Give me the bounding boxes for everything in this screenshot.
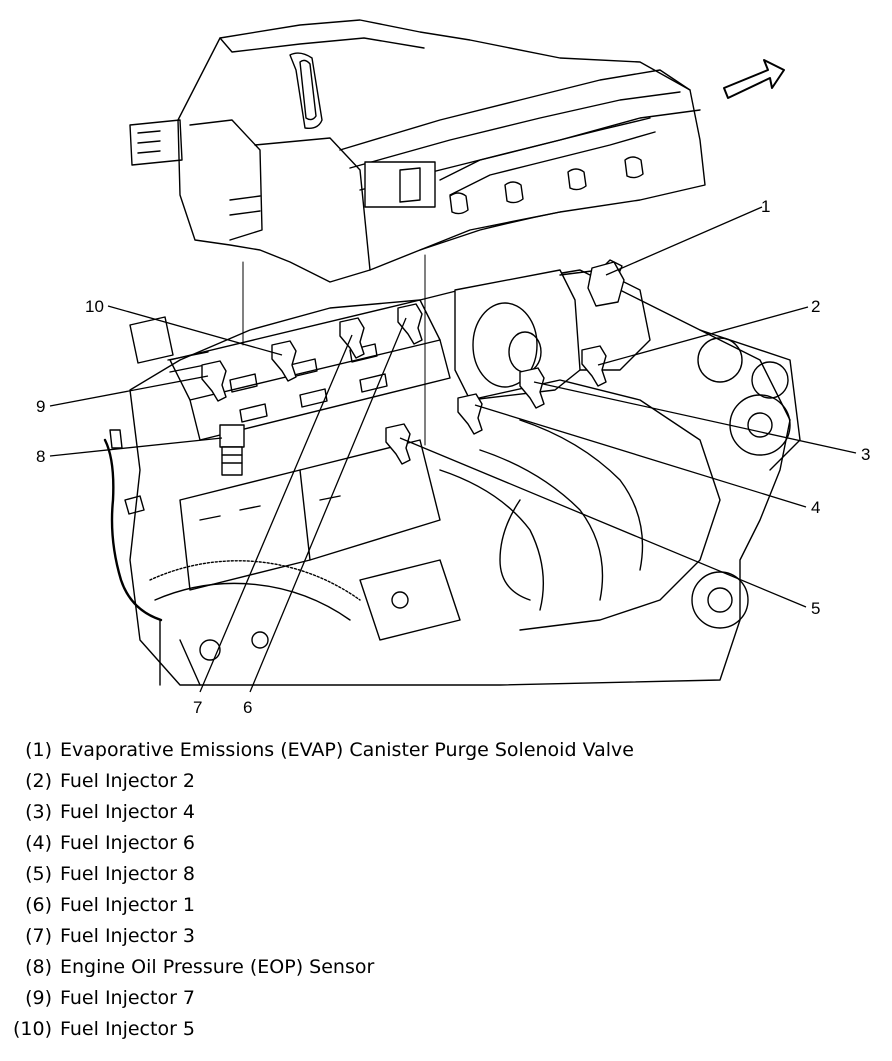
legend-item: (1) Evaporative Emissions (EVAP) Caniste… bbox=[0, 735, 634, 765]
fuel-injectors bbox=[201, 303, 607, 465]
fuel-injector-5-shape bbox=[271, 340, 297, 382]
legend-item: (10) Fuel Injector 5 bbox=[0, 1014, 195, 1044]
callout-10: 10 bbox=[85, 297, 104, 316]
legend-item: (6) Fuel Injector 1 bbox=[0, 890, 195, 920]
legend-item: (7) Fuel Injector 3 bbox=[0, 921, 195, 951]
fuel-injector-2-shape bbox=[581, 345, 607, 387]
legend-number: (9) bbox=[25, 987, 52, 1009]
evap-valve-shape bbox=[587, 261, 625, 307]
fuel-injector-1-shape bbox=[397, 303, 423, 345]
legend-item: (3) Fuel Injector 4 bbox=[0, 797, 195, 827]
legend-label: Evaporative Emissions (EVAP) Canister Pu… bbox=[60, 739, 634, 761]
callout-1: 1 bbox=[761, 197, 770, 216]
legend-number: (2) bbox=[25, 770, 52, 792]
callout-3: 3 bbox=[861, 445, 870, 464]
legend-number: (5) bbox=[25, 863, 52, 885]
legend-item: (4) Fuel Injector 6 bbox=[0, 828, 195, 858]
fuel-injector-4-shape bbox=[519, 367, 545, 409]
legend-item: (5) Fuel Injector 8 bbox=[0, 859, 195, 889]
legend-label: Fuel Injector 2 bbox=[60, 770, 196, 792]
callout-4: 4 bbox=[811, 498, 820, 517]
callout-5: 5 bbox=[811, 599, 820, 618]
front-direction-arrow-icon bbox=[723, 59, 785, 99]
fuel-injector-3-shape bbox=[339, 317, 365, 359]
callout-2: 2 bbox=[811, 297, 820, 316]
intake-manifold bbox=[129, 19, 706, 283]
leader-lines bbox=[49, 206, 857, 693]
callout-8: 8 bbox=[36, 447, 45, 466]
legend-number: (6) bbox=[25, 894, 52, 916]
legend-item: (9) Fuel Injector 7 bbox=[0, 983, 195, 1013]
legend-label: Fuel Injector 1 bbox=[60, 894, 196, 916]
legend-label: Fuel Injector 4 bbox=[60, 801, 196, 823]
legend-label: Fuel Injector 8 bbox=[60, 863, 196, 885]
legend-label: Engine Oil Pressure (EOP) Sensor bbox=[60, 956, 375, 978]
eop-sensor-shape bbox=[219, 424, 245, 476]
callout-6: 6 bbox=[243, 698, 252, 717]
legend-label: Fuel Injector 3 bbox=[60, 925, 196, 947]
callout-7: 7 bbox=[193, 698, 202, 717]
legend-number: (8) bbox=[25, 956, 52, 978]
legend-item: (8) Engine Oil Pressure (EOP) Sensor bbox=[0, 952, 374, 982]
callout-9: 9 bbox=[36, 397, 45, 416]
fuel-injector-7-shape bbox=[201, 360, 227, 402]
legend-number: (4) bbox=[25, 832, 52, 854]
legend-number: (10) bbox=[12, 1018, 52, 1040]
legend-number: (3) bbox=[25, 801, 52, 823]
engine-illustration: 1 2 3 4 5 6 7 8 9 10 bbox=[36, 19, 870, 717]
legend-item: (2) Fuel Injector 2 bbox=[0, 766, 195, 796]
legend-label: Fuel Injector 5 bbox=[60, 1018, 196, 1040]
legend-number: (7) bbox=[25, 925, 52, 947]
legend-label: Fuel Injector 7 bbox=[60, 987, 196, 1009]
fuel-injector-8-shape bbox=[385, 423, 411, 465]
legend-label: Fuel Injector 6 bbox=[60, 832, 196, 854]
legend-number: (1) bbox=[25, 739, 52, 761]
fuel-injector-6-shape bbox=[457, 393, 483, 435]
